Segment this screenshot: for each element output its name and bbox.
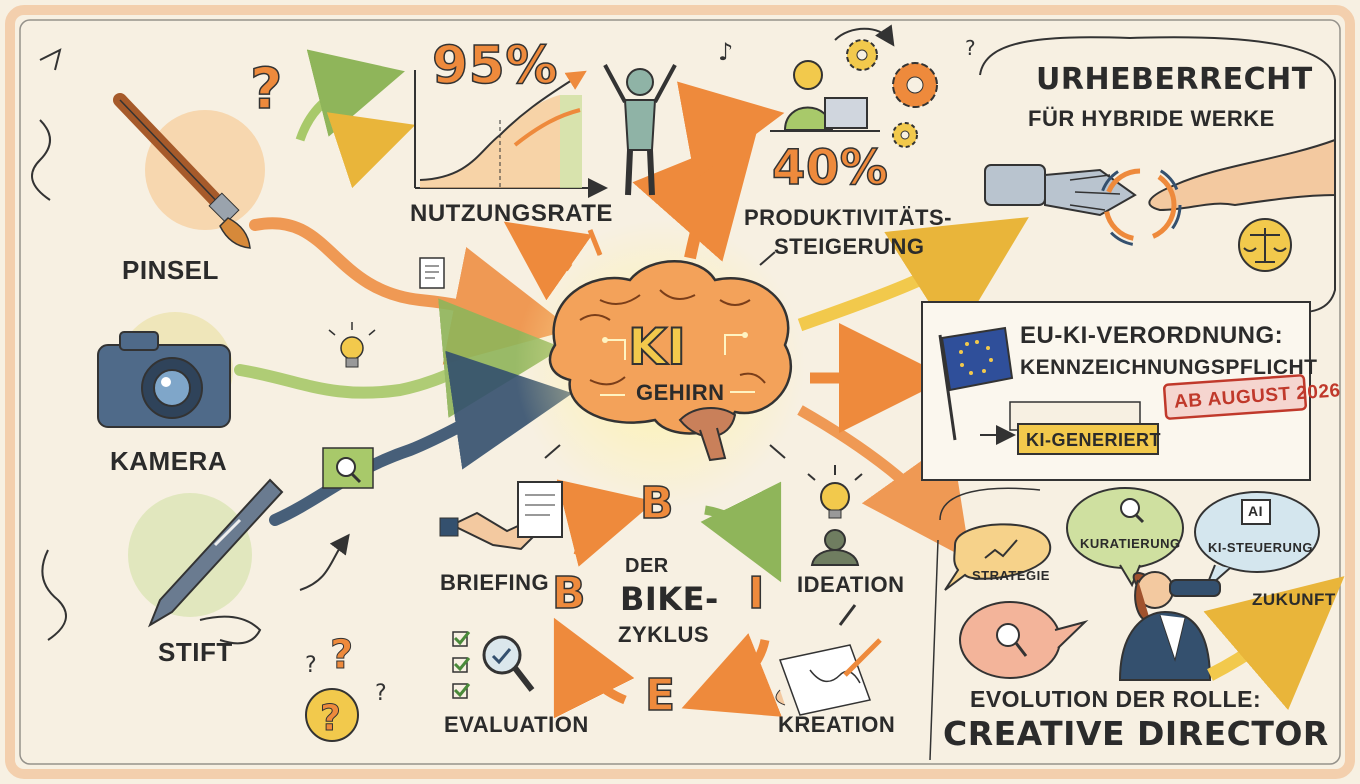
paper-border [5, 5, 1355, 779]
cheering-person-icon [603, 64, 677, 196]
svg-text:?: ? [375, 681, 387, 706]
bike-letter-e: E [644, 669, 676, 722]
label-strategie: STRATEGIE [972, 568, 1050, 583]
kuratierung-bubble [1066, 487, 1184, 588]
bike-title-3: ZYKLUS [618, 622, 709, 647]
bike-letter-top-b: B [639, 477, 675, 530]
briefing-document-icon [517, 481, 563, 538]
drawing-hand-icon [775, 638, 882, 716]
flow-arrow-pinsel [249, 217, 573, 365]
magnifier-check-icon [482, 635, 535, 692]
label-zukunft: ZUKUNFT [1252, 590, 1336, 609]
checklist-icon [452, 631, 471, 699]
stylus-icon [128, 478, 284, 645]
svg-text:?: ? [965, 36, 976, 60]
label-chip: AI [1248, 503, 1263, 519]
productivity-value: 40% [771, 139, 889, 197]
eu-flag-icon [938, 326, 1014, 441]
usage-value: 95% [431, 35, 558, 97]
copyright-frame [979, 36, 1336, 313]
productivity-label-1: PRODUKTIVITÄTS- [744, 205, 952, 230]
label-kuratierung: KURATIERUNG [1080, 536, 1181, 551]
robot-hand-icon [984, 164, 1137, 217]
label-briefing: BRIEFING [440, 570, 550, 595]
role-line-1: EVOLUTION DER ROLLE: [970, 686, 1262, 712]
scales-icon [1238, 218, 1292, 272]
camera-icon [97, 312, 233, 428]
label-stift: STIFT [158, 637, 233, 667]
label-evaluation: EVALUATION [444, 712, 589, 737]
label-kamera: KAMERA [110, 446, 228, 476]
ki-generiert-tag [1017, 423, 1159, 455]
label-pinsel: PINSEL [122, 255, 219, 285]
copyright-subtitle: FÜR HYBRIDE WERKE [1028, 106, 1275, 131]
binoculars-woman-icon [1118, 571, 1221, 681]
arrow-to-copyright [797, 217, 1029, 342]
paintbrush-icon [113, 93, 265, 249]
copyright-title: URHEBERRECHT [1036, 62, 1313, 97]
date-stamp [1163, 374, 1307, 420]
label-kreation: KREATION [778, 712, 896, 737]
search-bubble [959, 601, 1089, 679]
svg-text:?: ? [330, 632, 353, 678]
role-line-2: CREATIVE DIRECTOR [943, 714, 1329, 753]
gear-icon [846, 39, 938, 148]
chip-icon [1241, 499, 1271, 525]
eu-subtitle: KENNZEICHNUNGSPFLICHT [1020, 356, 1318, 379]
idea-person-icon [807, 465, 863, 566]
laptop-worker-icon [770, 60, 880, 132]
question-mark-icon: ? [250, 57, 282, 122]
label-ki-steuerung: KI-STEUERUNG [1208, 540, 1313, 555]
human-hand-icon [1148, 138, 1336, 212]
svg-text:?: ? [320, 698, 341, 739]
brain-ki-label: KI [627, 317, 687, 377]
bike-letter-i: I [747, 567, 765, 620]
strategie-bubble [944, 523, 1052, 591]
lightbulb-icon [328, 322, 376, 368]
usage-label: NUTZUNGSRATE [410, 200, 613, 227]
bike-title-1: DER [625, 555, 669, 577]
bike-letter-left-b: B [551, 567, 587, 620]
arrow-to-role [797, 405, 971, 561]
brain-illustration [548, 260, 792, 462]
productivity-label-2: STEIGERUNG [774, 234, 925, 259]
eu-tag-text: KI-GENERIERT [1026, 430, 1162, 450]
photo-search-icon [322, 447, 374, 489]
usage-chart [414, 70, 608, 198]
svg-text:♪: ♪ [718, 38, 733, 66]
svg-text:?: ? [305, 653, 317, 678]
flow-arrow-stift [269, 350, 573, 526]
label-ideation: IDEATION [797, 572, 905, 597]
bike-title-2: BIKE- [620, 580, 719, 618]
eu-title: EU-KI-VERORDNUNG: [1020, 322, 1284, 349]
brain-gehirn-label: GEHIRN [636, 380, 725, 405]
flow-arrow-kamera [234, 298, 563, 418]
document-icon [419, 257, 445, 289]
